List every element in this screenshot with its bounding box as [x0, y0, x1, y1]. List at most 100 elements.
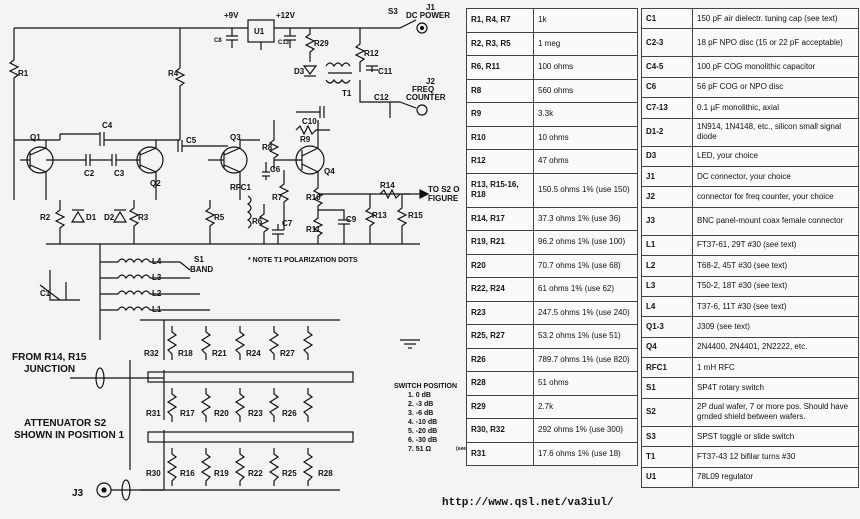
part-value: 150.5 ohms 1% (use 150)	[533, 172, 638, 208]
switch-position-item: 2. -3 dB	[408, 401, 434, 408]
part-ref: C6	[641, 76, 693, 99]
label-r12: R12	[364, 49, 379, 58]
label-r18: R18	[178, 349, 193, 358]
part-value: 3.3k	[533, 102, 638, 127]
part-ref: L1	[641, 234, 693, 257]
label-l2: L2	[152, 289, 162, 298]
oscillator-schematic: +9V +12V U1 C8 C13 S3 J1 DC POWER J2 FRE…	[8, 3, 460, 501]
part-ref: R14, R17	[466, 206, 534, 231]
part-value: 2P dual wafer, 7 or more pos. Should hav…	[692, 397, 859, 427]
part-value: 18 pF NPO disc (15 or 22 pF acceptable)	[692, 28, 859, 58]
label-r31: R31	[146, 409, 161, 418]
label-r5: R5	[214, 213, 225, 222]
part-ref: C2-3	[641, 28, 693, 58]
part-value: BNC panel-mount coax female connector	[692, 206, 859, 236]
part-value: 78L09 regulator	[692, 466, 859, 489]
part-value: T37-6, 11T #30 (see text)	[692, 295, 859, 318]
attenuator-resistor	[166, 326, 178, 360]
label-r7: R7	[272, 193, 283, 202]
part-ref: R19, R21	[466, 230, 534, 255]
label-r9: R9	[300, 135, 311, 144]
part-value: 1 meg	[533, 31, 638, 56]
label-s1: S1	[194, 255, 204, 264]
label-l1: L1	[152, 305, 162, 314]
part-ref: J3	[641, 206, 693, 236]
attenuator-resistor	[268, 388, 280, 422]
part-value: J309 (see text)	[692, 316, 859, 338]
part-value: 1N914, 1N4148, etc., silicon small signa…	[692, 117, 859, 147]
part-ref: Q1-3	[641, 316, 693, 338]
part-value: 789.7 ohms 1% (use 820)	[533, 347, 638, 372]
label-r3: R3	[138, 213, 149, 222]
part-value: 10 ohms	[533, 125, 638, 150]
label-l3: L3	[152, 273, 162, 282]
part-value: 70.7 ohms 1% (use 68)	[533, 253, 638, 278]
part-ref: C7-13	[641, 97, 693, 119]
label-r1: R1	[18, 69, 29, 78]
label-j3: J3	[72, 488, 84, 499]
label-c8: C8	[214, 38, 222, 44]
part-value: 0.1 µF monolithic, axial	[692, 97, 859, 119]
label-att2: SHOWN IN POSITION 1	[14, 430, 124, 441]
label-r22: R22	[248, 469, 263, 478]
label-r20: R20	[214, 409, 229, 418]
attenuator-resistor	[302, 388, 314, 422]
part-ref: C4-5	[641, 56, 693, 78]
label-q4: Q4	[324, 167, 335, 176]
label-vout: +12V	[276, 11, 296, 20]
part-value: FT37-43 12 bifilar turns #30	[692, 446, 859, 468]
part-value: 17.6 ohms 1% (use 18)	[533, 441, 638, 466]
part-ref: R22, R24	[466, 277, 534, 302]
label-from1: FROM R14, R15	[12, 352, 87, 363]
part-ref: D3	[641, 145, 693, 167]
part-ref: R8	[466, 78, 534, 103]
part-value: 2N4400, 2N4401, 2N2222, etc.	[692, 336, 859, 359]
part-ref: J1	[641, 165, 693, 188]
part-ref: R12	[466, 149, 534, 174]
part-ref: R10	[466, 125, 534, 150]
label-u1: U1	[254, 27, 265, 36]
switch-position-item: 5. -20 dB	[408, 428, 438, 435]
label-c2: C2	[84, 169, 95, 178]
attenuator-resistor	[166, 448, 178, 486]
label-c5: C5	[186, 136, 197, 145]
part-ref: S3	[641, 425, 693, 448]
part-value: 47 ohms	[533, 149, 638, 174]
label-r15: R15	[408, 211, 423, 220]
part-ref: R28	[466, 371, 534, 396]
label-r30: R30	[146, 469, 161, 478]
label-c1: C1	[40, 289, 51, 298]
attenuator-resistor	[200, 326, 212, 360]
label-t1: T1	[342, 89, 352, 98]
part-ref: R26	[466, 347, 534, 372]
attenuator-resistor	[166, 388, 178, 422]
part-ref: R25, R27	[466, 324, 534, 349]
attenuator-resistor	[268, 448, 280, 486]
part-value: SPST toggle or slide switch	[692, 425, 859, 448]
part-value: 100 pF COG monolithic capacitor	[692, 56, 859, 78]
label-r23: R23	[248, 409, 263, 418]
part-ref: R9	[466, 102, 534, 127]
attenuator-resistor	[234, 448, 246, 486]
part-value: connector for freq counter, your choice	[692, 186, 859, 208]
part-value: SP4T rotary switch	[692, 377, 859, 399]
label-dcpower: DC POWER	[406, 11, 450, 20]
label-r4: R4	[168, 69, 179, 78]
switch-position-item: 3. -6 dB	[408, 410, 434, 417]
